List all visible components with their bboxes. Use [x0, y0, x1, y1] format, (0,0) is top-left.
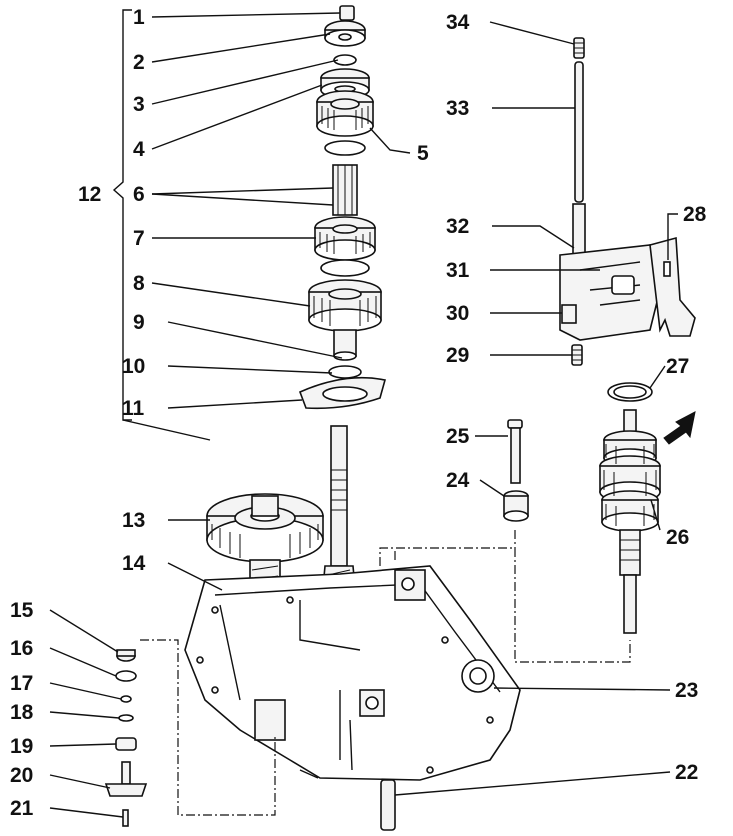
part-6-needle-bearings	[324, 140, 366, 216]
label-23: 23	[675, 679, 698, 702]
part-17-washer	[120, 695, 132, 703]
label-29: 29	[446, 344, 469, 367]
group-12-bracket	[112, 9, 211, 441]
label-10: 10	[122, 355, 145, 378]
label-16: 16	[10, 637, 33, 660]
label-1: 1	[133, 6, 145, 29]
part-34-spring	[573, 37, 585, 59]
part-15-bush	[116, 649, 136, 662]
label-31: 31	[446, 259, 470, 282]
label-2: 2	[133, 51, 145, 74]
part-20-lever	[104, 761, 148, 797]
label-5: 5	[417, 142, 429, 165]
part-1-nut	[339, 5, 355, 21]
part-24-bush	[503, 490, 529, 522]
label-12: 12	[78, 183, 101, 206]
part-3-washer	[333, 54, 357, 66]
part-29-spring	[571, 344, 583, 366]
label-19: 19	[10, 735, 33, 758]
bold-pointer-arrow-icon	[663, 411, 696, 445]
part-25-bolt	[507, 419, 523, 484]
part-16-ring	[115, 670, 137, 682]
part-32-fork-shaft	[572, 203, 586, 255]
part-26-shaft-gears	[599, 409, 661, 634]
label-27: 27	[666, 355, 689, 378]
part-31-fork	[559, 244, 666, 341]
part-28-bracket	[649, 236, 696, 337]
part-18-washer	[118, 714, 134, 722]
part-21-bolt	[122, 809, 129, 827]
leader-lines	[49, 12, 678, 818]
label-25: 25	[446, 425, 470, 448]
label-30: 30	[446, 302, 469, 325]
label-24: 24	[446, 469, 470, 492]
label-15: 15	[10, 599, 34, 622]
callout-labels: 1 2 3 4 5 6 12 7 8 9 10 11 13 14 15 16 1…	[10, 6, 707, 820]
housing	[184, 565, 521, 781]
part-27-ring	[607, 382, 653, 402]
part-5-gear	[316, 90, 374, 137]
part-30-clip	[561, 304, 577, 324]
label-28: 28	[683, 203, 707, 226]
label-13: 13	[122, 509, 145, 532]
part-11-plate	[298, 376, 387, 410]
label-17: 17	[10, 672, 33, 695]
label-14: 14	[122, 552, 146, 575]
part-8-gear	[308, 259, 382, 332]
part-22-pin	[380, 779, 396, 831]
part-10-ring	[328, 365, 362, 379]
label-33: 33	[446, 97, 469, 120]
label-32: 32	[446, 215, 469, 238]
part-9-hub	[333, 329, 357, 361]
label-9: 9	[133, 311, 145, 334]
label-7: 7	[133, 227, 145, 250]
label-22: 22	[675, 761, 698, 784]
label-18: 18	[10, 701, 34, 724]
label-20: 20	[10, 764, 33, 787]
label-34: 34	[446, 11, 470, 34]
label-26: 26	[666, 526, 689, 549]
part-7-gear	[314, 216, 376, 261]
label-11: 11	[122, 397, 145, 420]
label-21: 21	[10, 797, 34, 820]
label-6: 6	[133, 183, 145, 206]
label-4: 4	[133, 138, 145, 161]
label-3: 3	[133, 93, 145, 116]
part-2-small-gear	[324, 20, 366, 47]
part-33-rod	[574, 61, 584, 203]
label-8: 8	[133, 272, 145, 295]
assembly-lines	[140, 530, 631, 816]
part-19-bush	[115, 737, 137, 751]
